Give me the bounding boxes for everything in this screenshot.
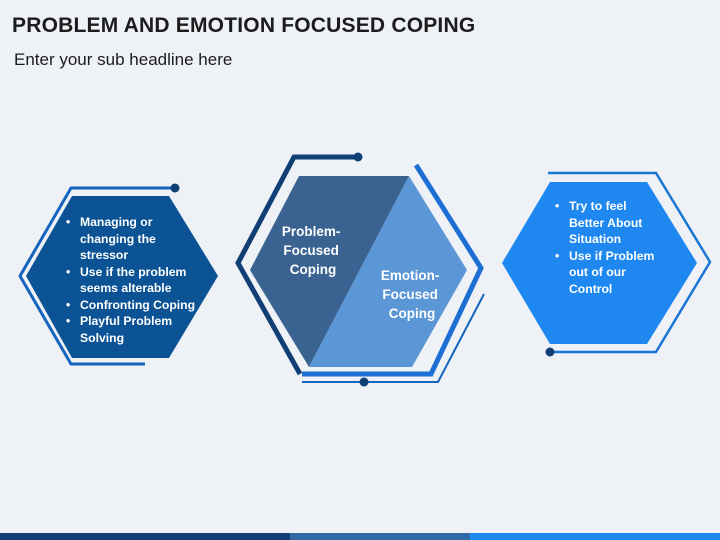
right-hexagon-outline [548,171,712,354]
center-top-dot [353,152,363,162]
center-outline-right [302,163,484,377]
right-bullet-list: Try to feel Better About Situation Use i… [553,198,663,297]
left-bullet-item: Use if the problem seems alterable [64,264,204,297]
center-hexagon: Problem- Focused Coping Emotion- Focused… [235,152,485,387]
left-bullet-item: Playful Problem Solving [64,313,204,346]
center-outline-top [235,154,358,376]
emotion-focused-label: Emotion- Focused Coping [381,268,443,321]
left-connector-dot [170,183,180,193]
footer-stripe [0,533,720,540]
center-bottom-dot [359,377,369,387]
page-subtitle: Enter your sub headline here [14,50,233,69]
left-bullet-item: Confronting Coping [64,297,204,314]
right-bullet-item: Use if Problem out of our Control [553,248,663,298]
right-connector-dot [545,347,555,357]
left-bullet-list: Managing or changing the stressor Use if… [64,214,204,346]
problem-focused-half [250,176,409,367]
page-title: PROBLEM AND EMOTION FOCUSED COPING [12,14,476,37]
left-hexagon-outline [18,186,175,366]
right-bullet-item: Try to feel Better About Situation [553,198,663,248]
problem-focused-label: Problem- Focused Coping [282,224,344,277]
left-bullet-item: Managing or changing the stressor [64,214,204,264]
emotion-focused-half [309,176,467,367]
